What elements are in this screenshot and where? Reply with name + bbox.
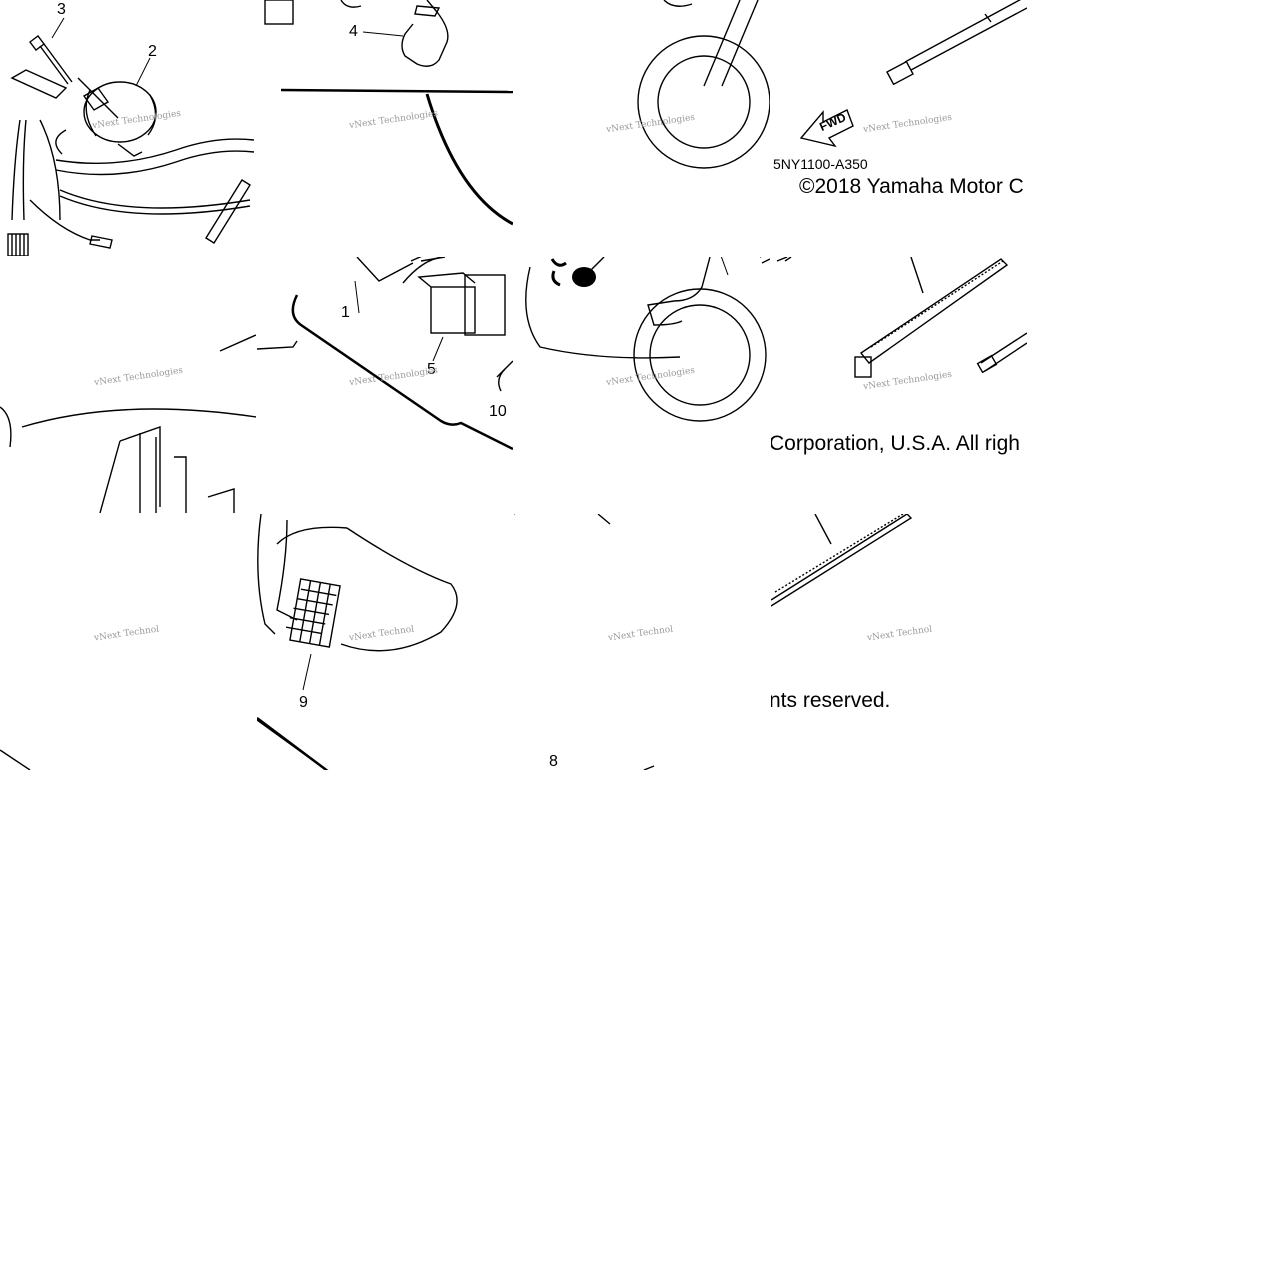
ignition-coil-drawing	[7, 17, 255, 256]
callout-10: 10	[489, 403, 507, 420]
cable-tie-fwd-drawing	[799, 0, 1027, 148]
copyright-part-3: nts reserved.	[771, 689, 891, 712]
copyright-part-2: Corporation, U.S.A. All righ	[771, 432, 1020, 455]
callout-3: 3	[57, 1, 66, 18]
copyright-part-1: ©2018 Yamaha Motor C	[799, 175, 1024, 198]
ecu-drawing	[257, 257, 513, 451]
callout-9: 9	[299, 694, 308, 711]
tile-plug-cap: 4 vNext Technologies	[257, 0, 513, 256]
fragment-drawing	[514, 514, 655, 770]
callout-4: 4	[349, 23, 358, 40]
tile-ignition-coil: 3 2 vNext Technologies	[0, 0, 256, 256]
tile-connector: 9 vNext Technol	[257, 514, 513, 770]
callout-8: 8	[549, 753, 558, 770]
tile-front-wheel: vNext Technologies	[514, 0, 770, 256]
tile-rear-wheel: vNext Technologies	[514, 257, 770, 513]
rear-wheel-drawing	[525, 257, 770, 422]
callout-1: 1	[341, 304, 350, 321]
ties-drawing	[776, 257, 1027, 378]
long-tie-drawing	[771, 514, 913, 607]
drawing-code: 5NY1100-A350	[773, 156, 868, 172]
callout-2: 2	[148, 43, 157, 60]
tile-ties: vNext Technologies Corporation, U.S.A. A…	[771, 257, 1027, 513]
tile-callouts-7-8: 7 8 vNext Technol	[514, 514, 770, 770]
front-wheel-drawing	[637, 0, 770, 169]
tile-ecu: 1 5 10 vNext Technologies	[257, 257, 513, 513]
tile-long-tie: vNext Technol nts reserved.	[771, 514, 1027, 770]
callout-5: 5	[427, 361, 436, 378]
connector-drawing	[257, 514, 458, 770]
tile-frame-lower: vNext Technol	[0, 514, 256, 770]
plug-cap-drawing	[264, 0, 513, 226]
frame-lower-drawing	[0, 749, 31, 770]
tile-fwd-copyright: FWD vNext Technologies 5NY1100-A350 ©201…	[771, 0, 1027, 256]
tile-frame-left: vNext Technologies	[0, 257, 256, 513]
frame-left-drawing	[0, 334, 256, 513]
